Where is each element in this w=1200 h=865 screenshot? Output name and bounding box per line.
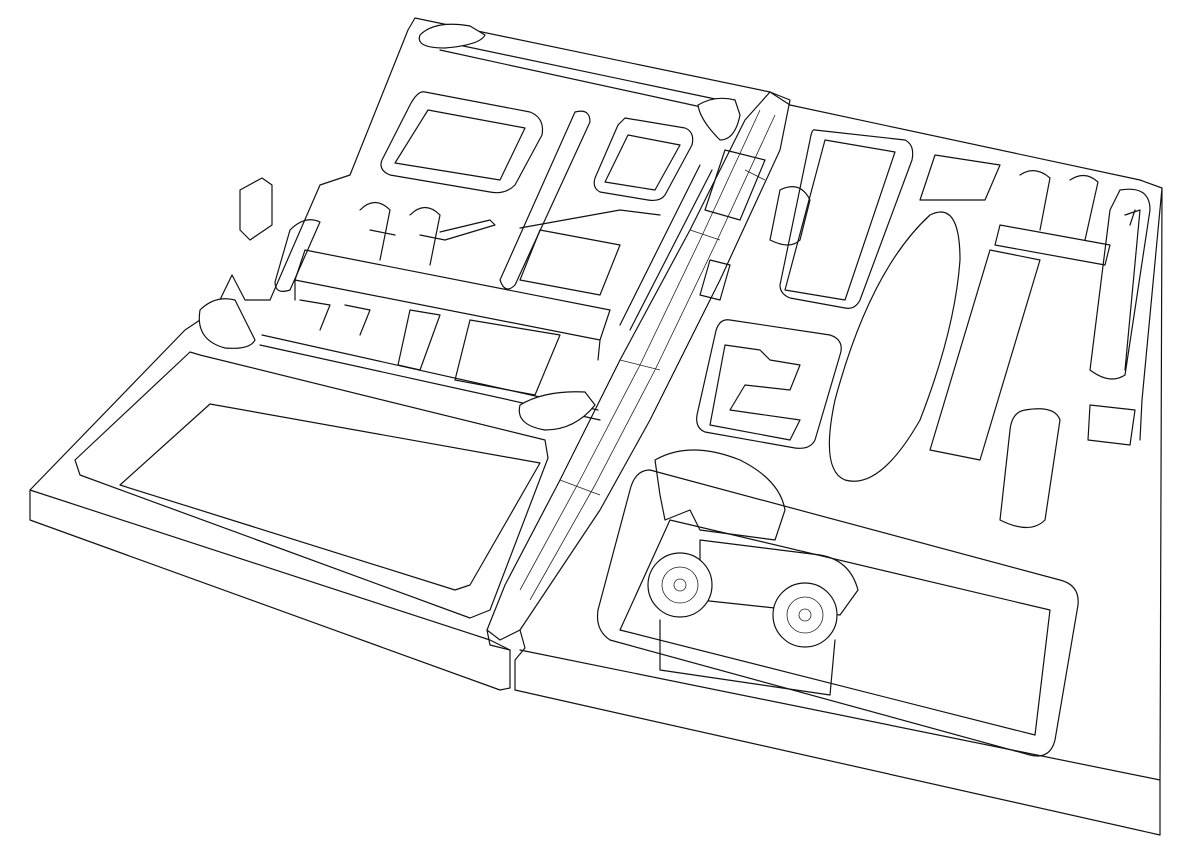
right-small-slots xyxy=(699,149,811,301)
hinge-bar xyxy=(486,91,791,641)
roller-wheel-right-axle xyxy=(798,608,812,622)
roller-wheel-right xyxy=(772,582,838,648)
left-pocket-small xyxy=(593,117,694,202)
left-handle-rail xyxy=(259,39,721,421)
roller-wheel-left-hub xyxy=(661,566,699,604)
right-bottom-pocket xyxy=(596,469,1079,757)
right-tray xyxy=(514,104,1163,836)
right-pocket-bracket xyxy=(696,319,842,449)
right-tray-outline xyxy=(514,104,1163,836)
left-bottom-pocket xyxy=(74,351,549,619)
left-slot-vertical xyxy=(499,110,713,331)
roller-assembly xyxy=(654,449,859,696)
left-pocket-square xyxy=(380,91,544,194)
roller-wheel-right-hub xyxy=(786,596,824,634)
left-pocket-mid xyxy=(299,229,621,336)
right-pocket-oval xyxy=(828,154,1001,482)
right-tools-column xyxy=(1019,170,1151,380)
corner-pad-bottom-right xyxy=(518,391,596,431)
roller-wheel-left xyxy=(647,552,713,618)
right-pocket-bar xyxy=(929,224,1111,461)
corner-pad-top-left xyxy=(418,23,486,49)
left-tray xyxy=(29,17,791,691)
left-side-post xyxy=(239,177,321,292)
right-pocket-long xyxy=(779,129,914,309)
center-hinge xyxy=(486,91,791,691)
corner-pad-top-right xyxy=(697,97,741,141)
left-pocket-lower xyxy=(397,309,561,396)
left-cylinders xyxy=(359,201,661,266)
right-pocket-cylinder xyxy=(999,404,1136,529)
corner-pad-bottom-left xyxy=(198,298,256,349)
left-crossbar xyxy=(294,249,611,361)
hinge-detail xyxy=(519,109,776,601)
hinge-front-face xyxy=(486,629,526,691)
roller-wheel-left-axle xyxy=(673,578,687,592)
